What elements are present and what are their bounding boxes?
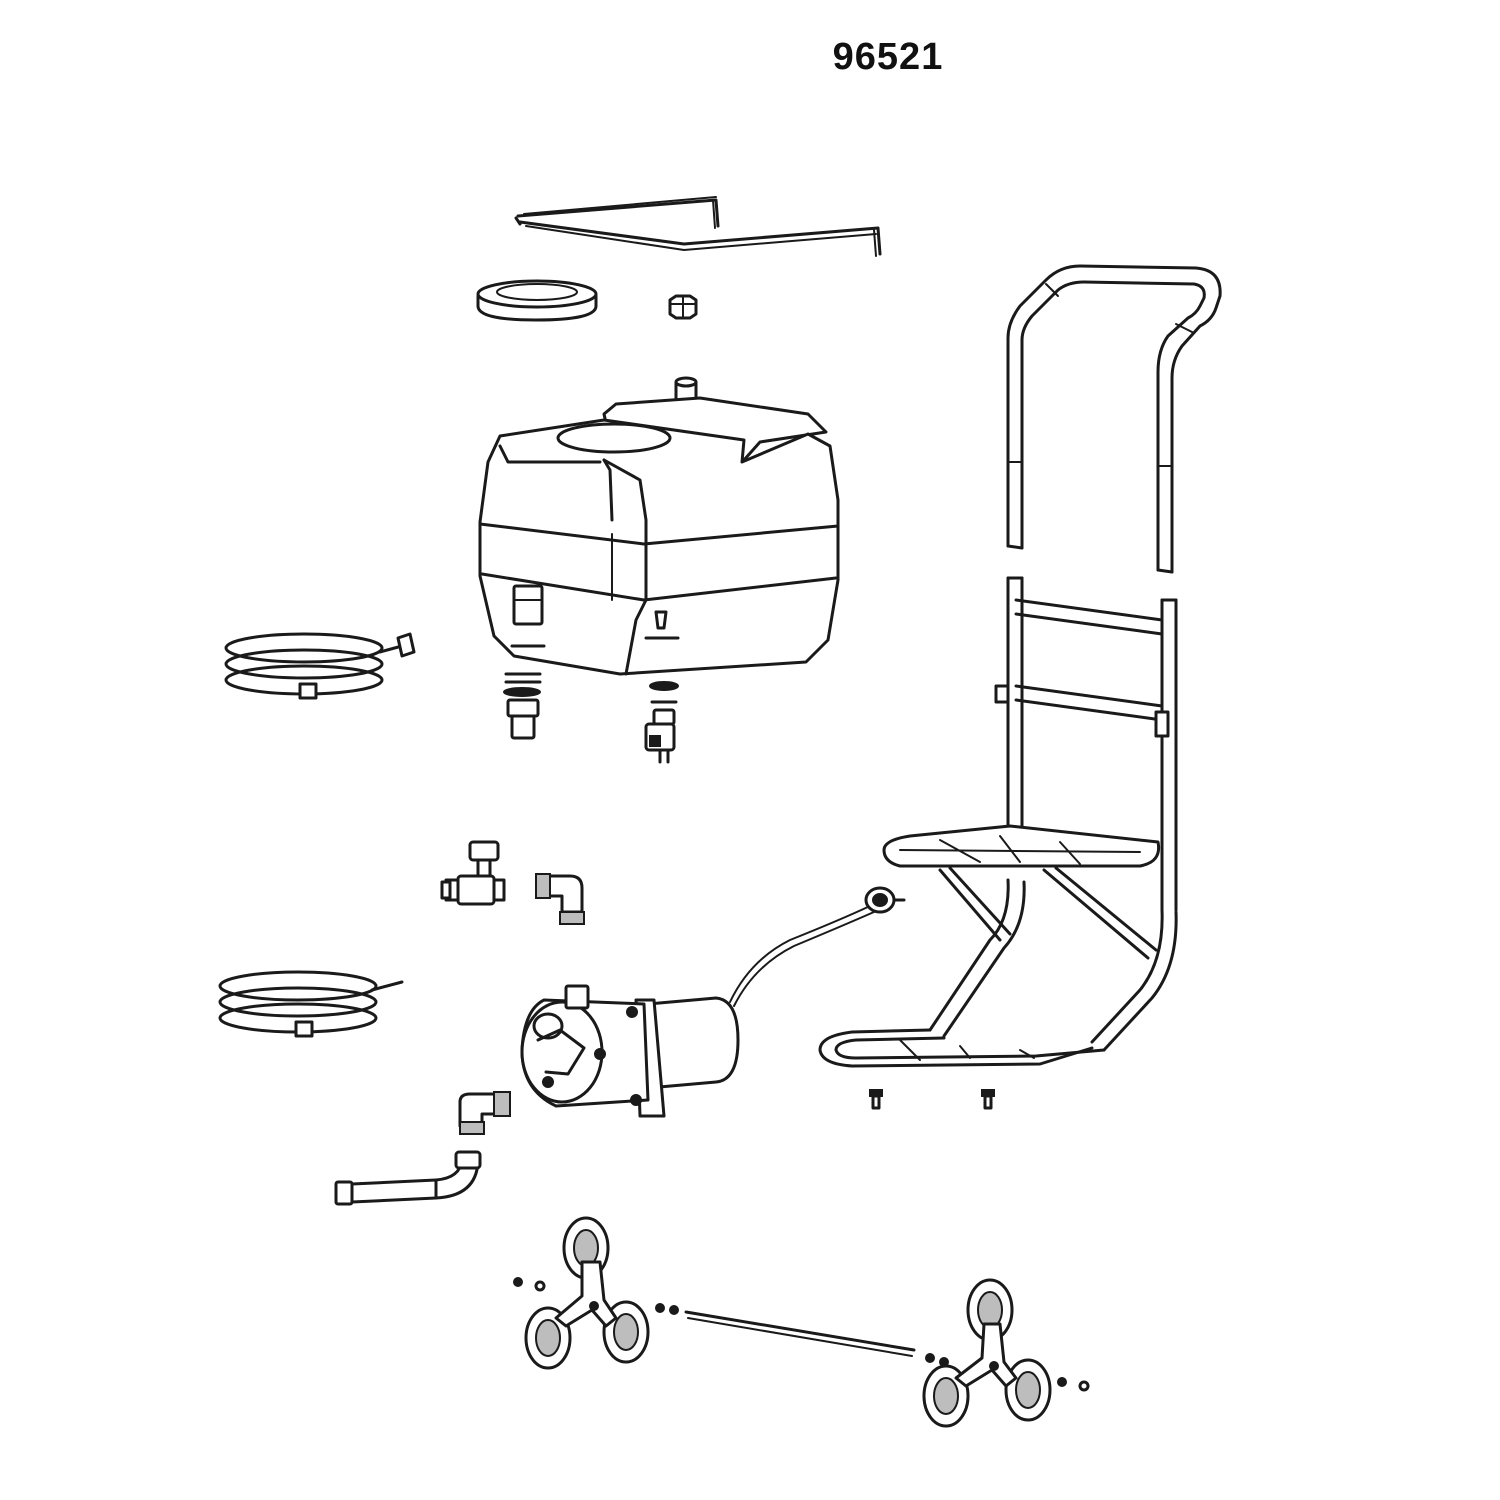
water-tank [478, 376, 840, 676]
small-nut [668, 294, 698, 320]
page-title: 96521 [832, 36, 944, 78]
tank-drain-valve [644, 681, 679, 764]
power-cord-plug [729, 886, 906, 1007]
coiled-hose-lower [218, 970, 404, 1038]
elbow-fitting-lower [458, 1091, 511, 1135]
tank-outlet-fitting [503, 672, 542, 740]
upper-handle-frame [1006, 264, 1222, 574]
frame-bolts [869, 1089, 995, 1110]
lid-bracket-rod [514, 196, 882, 257]
coiled-hose-upper [224, 632, 416, 700]
stair-climber-wheel-left [524, 1216, 650, 1370]
tank-cap-ring [476, 279, 598, 322]
outlet-pipe [334, 1150, 482, 1206]
stair-climber-wheel-right [922, 1278, 1052, 1428]
elbow-fitting-upper [535, 873, 585, 925]
wheel-axle [513, 1277, 1090, 1392]
lower-cart-frame [818, 576, 1178, 1068]
tee-valve [440, 840, 506, 906]
pump-motor [520, 984, 740, 1118]
